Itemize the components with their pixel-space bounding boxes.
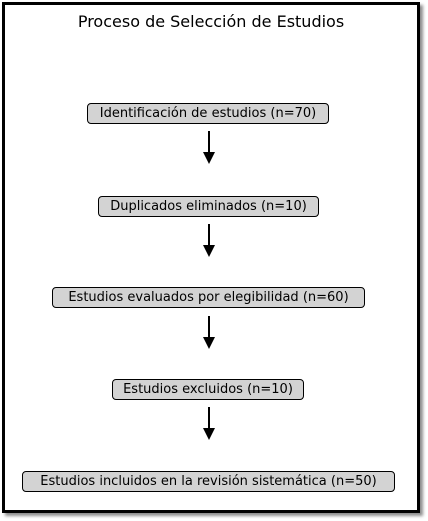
step-duplicates-removed: Duplicados eliminados (n=10) [98, 196, 319, 217]
diagram-title: Proceso de Selección de Estudios [77, 12, 345, 31]
diagram-frame [2, 2, 420, 513]
step-included: Estudios incluidos en la revisión sistem… [22, 471, 395, 492]
flow-arrow-1 [203, 131, 215, 164]
flow-arrow-2 [203, 224, 215, 257]
flow-arrow-4 [203, 407, 215, 440]
step-excluded: Estudios excluidos (n=10) [112, 379, 304, 400]
flow-arrow-3 [203, 316, 215, 349]
step-identification: Identificación de estudios (n=70) [87, 103, 329, 124]
step-eligibility-assessed: Estudios evaluados por elegibilidad (n=6… [52, 287, 365, 308]
